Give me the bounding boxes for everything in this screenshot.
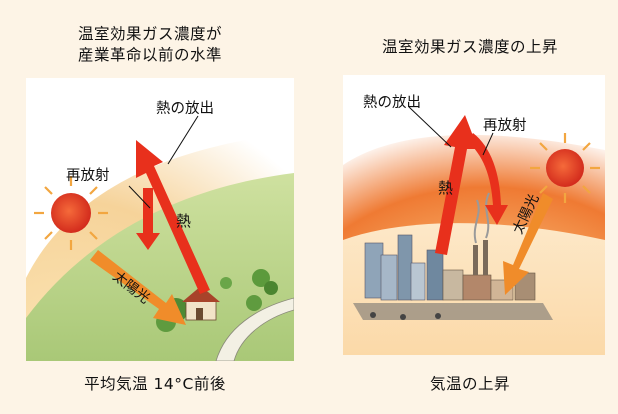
left-illustration: 太陽光 熱 熱の放出 再放射	[26, 78, 294, 361]
sun-icon	[34, 176, 108, 250]
road	[215, 297, 294, 361]
heat-release-leader	[167, 115, 199, 165]
right-heat-release-label: 熱の放出	[363, 94, 421, 111]
right-reradiation-label: 再放射	[483, 117, 527, 134]
sunlight-arrow	[90, 250, 186, 325]
left-caption: 平均気温 14°C前後	[84, 375, 226, 393]
left-reradiation-label: 再放射	[66, 167, 110, 184]
right-heat-label: 熱	[438, 179, 453, 197]
right-caption: 気温の上昇	[429, 375, 510, 393]
left-title-line1: 温室効果ガス濃度が	[77, 25, 222, 43]
house	[182, 286, 220, 321]
sunlight-arrow	[503, 193, 553, 295]
city-and-factories	[353, 192, 553, 320]
heat-arrow	[435, 115, 478, 255]
left-illustration-svg: 太陽光 熱 熱の放出 再放射	[26, 100, 294, 361]
reradiation-arrow	[136, 188, 160, 250]
ground	[26, 173, 294, 361]
left-heat-label: 熱	[176, 212, 191, 230]
heat-release-leader	[408, 106, 452, 148]
reradiation-leader	[482, 132, 494, 156]
right-title: 温室効果ガス濃度の上昇	[381, 38, 558, 56]
reradiation-leader	[128, 185, 151, 209]
left-title-line2: 産業革命以前の水準	[77, 46, 222, 64]
right-illustration: 太陽光 熱 熱の放出 再放射	[343, 75, 605, 355]
heat-arrow	[136, 140, 210, 294]
right-illustration-svg: 太陽光 熱 熱の放出 再放射	[343, 94, 605, 355]
sun-icon	[530, 133, 600, 203]
left-title: 温室効果ガス濃度が 産業革命以前の水準	[40, 24, 260, 66]
left-heat-release-label: 熱の放出	[156, 100, 214, 117]
reradiation-arrow	[467, 133, 508, 225]
